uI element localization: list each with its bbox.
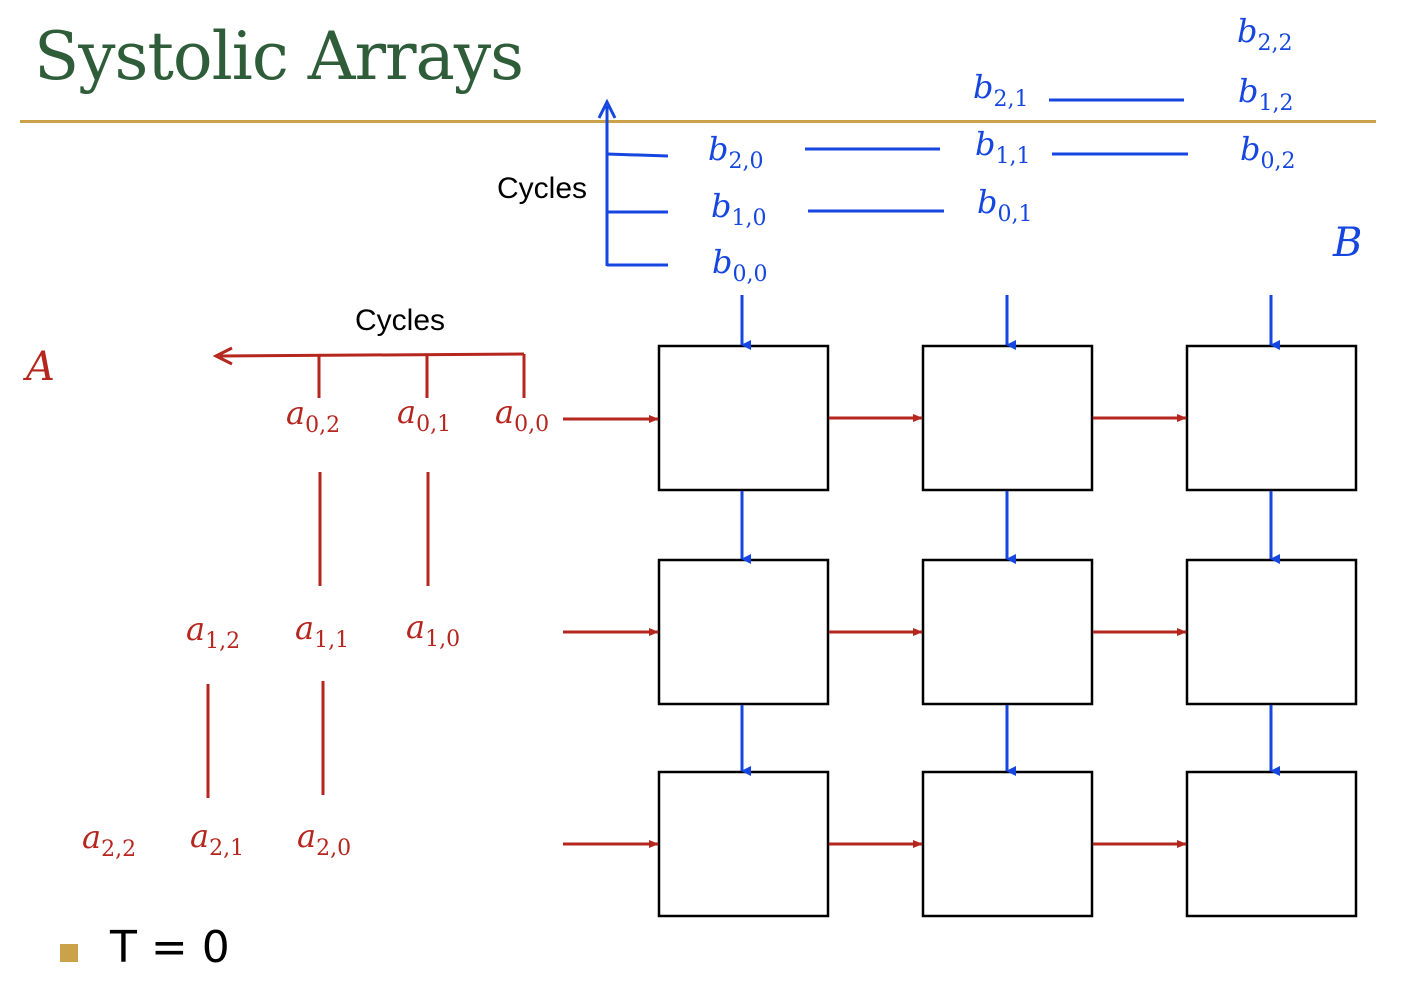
a-connectors [206, 472, 430, 798]
pe-1-1 [921, 558, 1094, 706]
b-element-1-2: b1,2 [1238, 72, 1293, 116]
a-element-0-0: a0,0 [495, 393, 549, 437]
a-element-1-0: a1,0 [406, 608, 460, 652]
b-element-1-1: b1,1 [975, 125, 1030, 169]
bullet-marker [60, 944, 78, 962]
a-element-2-0: a2,0 [297, 817, 351, 861]
pe-2-1 [921, 770, 1094, 918]
b-element-2-1: b2,1 [973, 68, 1028, 112]
b-element-0-2: b0,2 [1240, 130, 1295, 174]
b-element-2-0: b2,0 [708, 130, 763, 174]
pe-2-0 [657, 770, 830, 918]
b-connectors [805, 98, 1188, 213]
pe-grid [657, 344, 1358, 918]
title-divider [20, 120, 1376, 123]
pe-0-0 [657, 344, 830, 492]
b-element-2-2: b2,2 [1237, 12, 1292, 56]
pe-1-0 [657, 558, 830, 706]
b-cycles-axis [597, 98, 669, 267]
a-element-1-2: a1,2 [186, 610, 240, 654]
a-cycles-axis [212, 346, 526, 398]
b-element-0-0: b0,0 [712, 243, 767, 287]
matrix-a-label: A [22, 344, 55, 390]
matrix-b-label: B [1332, 220, 1362, 266]
time-step-label: T = 0 [110, 922, 230, 973]
pe-0-2 [1185, 344, 1358, 492]
a-cycles-label: Cycles [355, 304, 445, 337]
b-element-0-1: b0,1 [977, 183, 1032, 227]
a-element-2-2: a2,2 [82, 818, 136, 862]
a-element-2-1: a2,1 [190, 817, 244, 861]
a-flow-arrows [563, 414, 1187, 848]
pe-0-1 [921, 344, 1094, 492]
b-flow-arrows [740, 295, 1280, 776]
b-element-1-0: b1,0 [711, 187, 766, 231]
a-element-0-1: a0,1 [397, 393, 451, 437]
a-element-1-1: a1,1 [295, 609, 349, 653]
slide-title: Systolic Arrays [34, 18, 524, 95]
b-cycles-label: Cycles [497, 172, 587, 205]
a-element-0-2: a0,2 [286, 394, 340, 438]
pe-2-2 [1185, 770, 1358, 918]
pe-1-2 [1185, 558, 1358, 706]
